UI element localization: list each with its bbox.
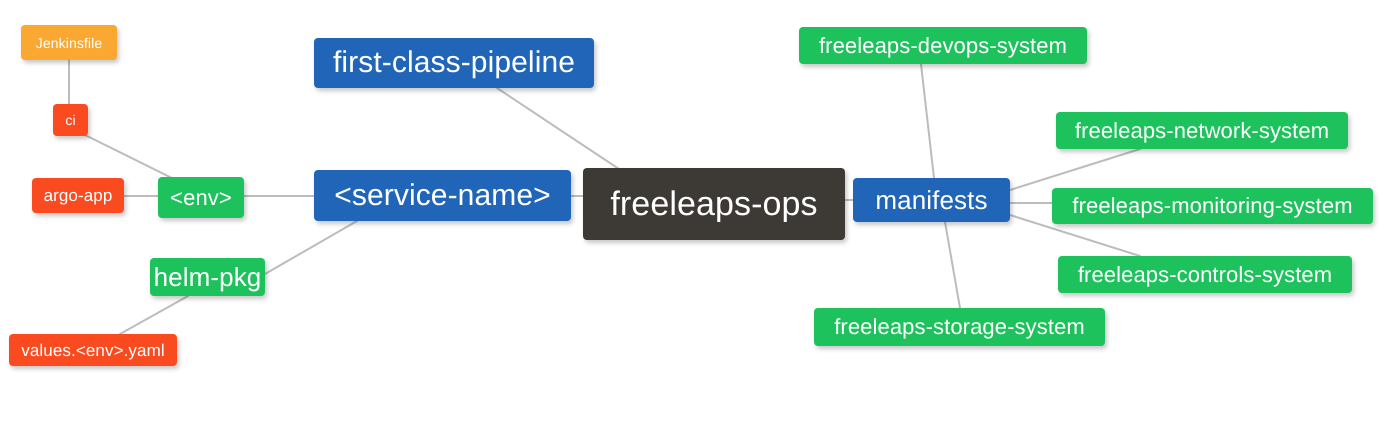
node-freeleaps-monitoring-system[interactable]: freeleaps-monitoring-system [1052, 188, 1373, 224]
node-label-argo-app: argo-app [43, 186, 113, 205]
node-helm-pkg[interactable]: helm-pkg [150, 258, 265, 296]
node-label-freeleaps-devops-system: freeleaps-devops-system [818, 32, 1068, 58]
node-label-ci: ci [65, 112, 76, 128]
node-freeleaps-controls-system[interactable]: freeleaps-controls-system [1058, 256, 1352, 293]
node-label-freeleaps-ops: freeleaps-ops [610, 185, 818, 223]
node-label-freeleaps-monitoring-system: freeleaps-monitoring-system [1072, 193, 1353, 218]
edge-manifests-to-freeleaps-network-system [1009, 148, 1141, 191]
edge-manifests-to-freeleaps-devops-system [920, 63, 935, 179]
edge-manifests-to-freeleaps-storage-system [944, 221, 961, 309]
node-freeleaps-ops[interactable]: freeleaps-ops [583, 168, 845, 240]
node-freeleaps-storage-system[interactable]: freeleaps-storage-system [814, 308, 1105, 346]
node-label-freeleaps-network-system: freeleaps-network-system [1074, 117, 1330, 143]
node-label-first-class-pipeline: first-class-pipeline [332, 46, 576, 79]
node-label-freeleaps-controls-system: freeleaps-controls-system [1077, 261, 1333, 287]
edge-service-name-to-helm-pkg [264, 220, 358, 275]
node-ci[interactable]: ci [53, 104, 88, 136]
node-label-freeleaps-storage-system: freeleaps-storage-system [834, 314, 1085, 339]
node-first-class-pipeline[interactable]: first-class-pipeline [314, 38, 594, 88]
node-freeleaps-network-system[interactable]: freeleaps-network-system [1056, 112, 1348, 149]
node-manifests[interactable]: manifests [853, 178, 1010, 222]
node-env[interactable]: <env> [158, 177, 244, 218]
node-label-jenkinsfile: Jenkinsfile [35, 34, 103, 51]
node-argo-app[interactable]: argo-app [32, 178, 124, 213]
node-label-manifests: manifests [875, 185, 988, 215]
node-label-service-name: <service-name> [334, 178, 551, 212]
node-service-name[interactable]: <service-name> [314, 170, 571, 221]
node-label-env: <env> [170, 184, 232, 210]
node-jenkinsfile[interactable]: Jenkinsfile [21, 25, 117, 60]
node-freeleaps-devops-system[interactable]: freeleaps-devops-system [799, 27, 1087, 64]
edge-first-class-pipeline-to-freeleaps-ops [496, 87, 632, 178]
node-label-helm-pkg: helm-pkg [153, 262, 262, 292]
node-label-values-yaml: values.<env>.yaml [21, 340, 165, 360]
node-values-yaml[interactable]: values.<env>.yaml [9, 334, 177, 366]
edge-helm-pkg-to-values-yaml [119, 295, 189, 335]
